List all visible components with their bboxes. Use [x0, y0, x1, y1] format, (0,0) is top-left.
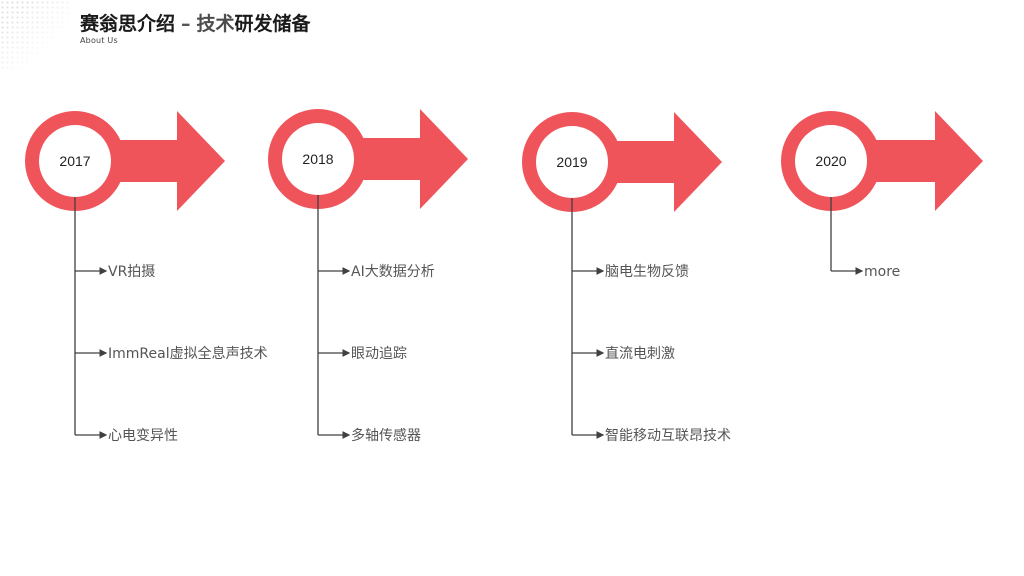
dotted-corner-decoration	[0, 0, 70, 70]
year-circle	[39, 125, 111, 197]
timeline-item-label: 直流电刺激	[605, 345, 675, 362]
timeline-item-label: 智能移动互联昂技术	[605, 428, 731, 444]
timeline-arrow	[831, 111, 983, 211]
timeline-item-label: 多轴传感器	[351, 427, 421, 444]
page-header: 赛翁思介绍–技术研发储备 About Us	[80, 12, 311, 45]
page-subtitle: About Us	[80, 36, 118, 45]
timeline-item-label: ImmReal虚拟全息声技术	[108, 345, 268, 362]
timeline-arrow	[75, 111, 225, 211]
title-rest: 研发储备	[234, 13, 311, 35]
year-label: 2020	[815, 153, 846, 169]
year-circle	[282, 123, 354, 195]
title-dash: –	[181, 13, 191, 35]
timeline-item-label: VR拍摄	[108, 264, 155, 280]
timeline-item-label: 心电变异性	[108, 428, 178, 444]
year-label: 2017	[59, 153, 90, 169]
year-circle	[536, 126, 608, 198]
title-main: 赛翁思介绍	[80, 13, 176, 35]
timeline-item-label: more	[864, 264, 900, 280]
year-label: 2018	[302, 151, 333, 167]
page-title: 赛翁思介绍–技术研发储备	[80, 12, 311, 36]
timeline-arrow	[572, 112, 722, 212]
timeline-arrow	[318, 109, 468, 209]
year-label: 2019	[556, 154, 587, 170]
timeline-item-label: 眼动追踪	[351, 346, 407, 362]
title-highlight: 技术	[196, 13, 235, 35]
year-circle	[795, 125, 867, 197]
timeline-item-label: AI大数据分析	[351, 264, 435, 280]
timeline-item-label: 脑电生物反馈	[605, 264, 689, 280]
